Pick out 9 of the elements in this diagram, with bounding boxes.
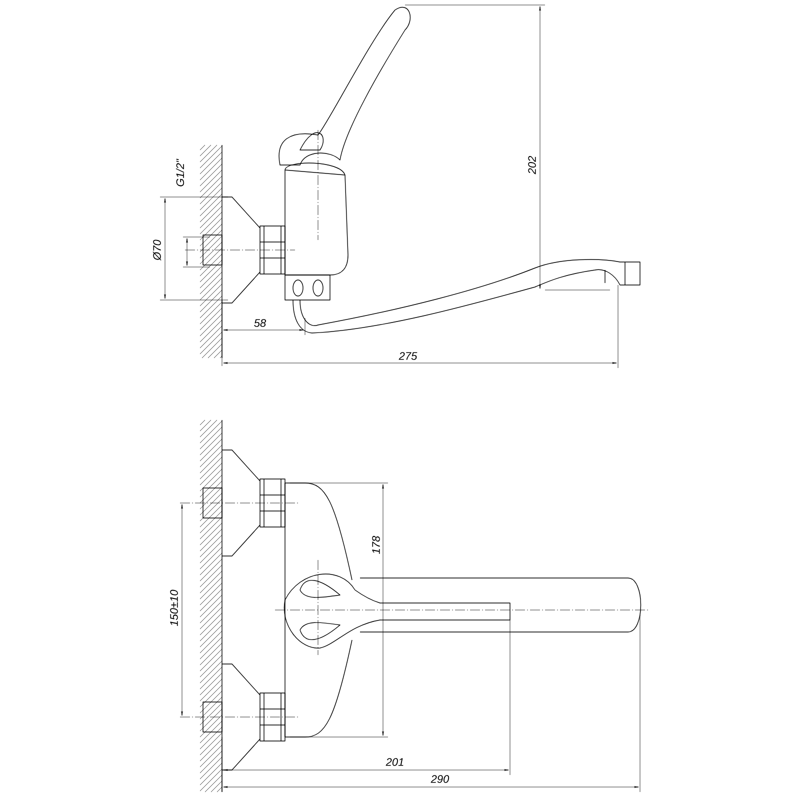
dimension-text: 178 — [372, 536, 380, 554]
dimension-text: 201 — [386, 758, 404, 766]
dimension-text: 290 — [430, 775, 450, 783]
dimension-text: G1/2" — [176, 158, 184, 186]
dimension-text: Ø70 — [152, 240, 162, 261]
dimension-text: 275 — [398, 352, 418, 360]
dimension-text: 202 — [528, 156, 536, 174]
dimension-text: 58 — [254, 319, 266, 327]
dimension-text: 150±10 — [170, 590, 178, 626]
